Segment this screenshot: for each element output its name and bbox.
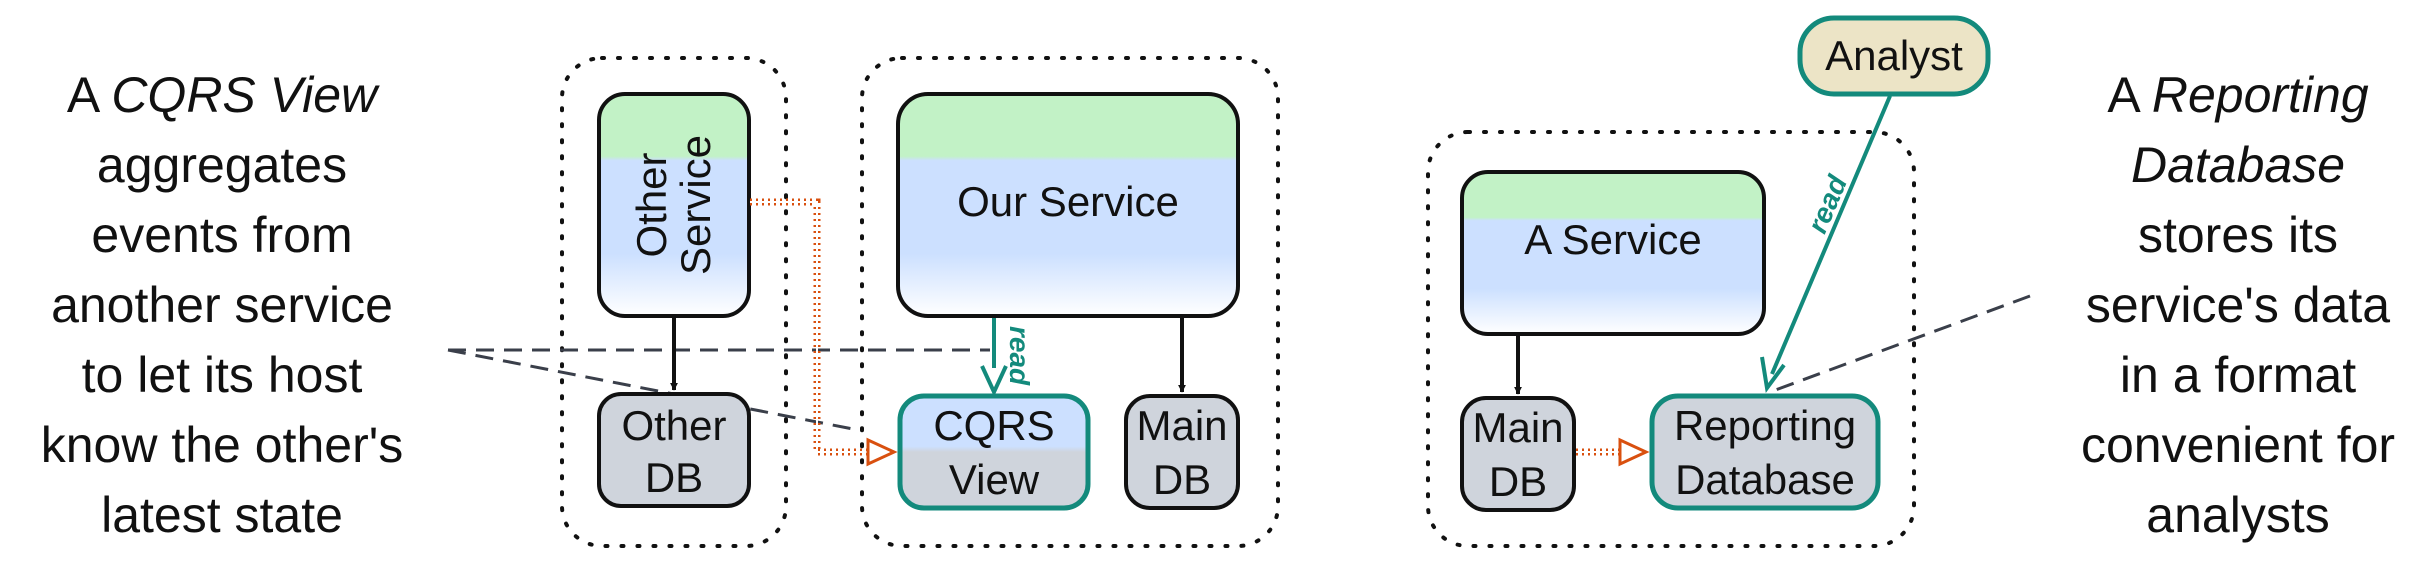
other-service-label: Other Service [628, 135, 719, 275]
left-caption-line7: latest state [101, 487, 343, 543]
left-caption-line3: events from [91, 207, 352, 263]
pointer-to-cqrs-view [447, 348, 859, 432]
svg-text:Main: Main [1136, 402, 1227, 449]
left-caption-line2: aggregates [97, 137, 347, 193]
read-edge-reporting: read [1760, 95, 1892, 394]
pointer-to-reporting-database [1769, 294, 2031, 394]
our-service-node: Our Service [896, 92, 1240, 318]
reporting-database-node: Reporting Database [1649, 393, 1881, 511]
svg-text:DB: DB [645, 454, 703, 501]
svg-text:Service: Service [672, 135, 719, 275]
right-caption-line1: A Reporting [2107, 67, 2368, 123]
read-arrowhead-cqrs [980, 365, 1008, 397]
analyst-box [1797, 15, 1991, 97]
event-flow-2-arrowhead [1618, 437, 1650, 467]
a-service-box [1460, 170, 1766, 336]
other-db-node: Other DB [597, 392, 751, 508]
left-caption-line6: know the other's [41, 417, 404, 473]
a-service-label: A Service [1524, 216, 1701, 263]
right-caption-line5: in a format [2120, 347, 2356, 403]
left-caption-line5: to let its host [82, 347, 363, 403]
right-caption-line7: analysts [2146, 487, 2329, 543]
read-edge-cqrs: read [980, 318, 1035, 397]
our-service-box [896, 92, 1240, 318]
main-db-box-2 [1460, 396, 1576, 512]
analyst-label: Analyst [1825, 32, 1963, 79]
reporting-database-box [1649, 393, 1881, 511]
right-caption-line3: stores its [2138, 207, 2338, 263]
svg-text:Reporting: Reporting [1674, 402, 1856, 449]
svg-text:Other: Other [621, 402, 726, 449]
right-caption-line6: convenient for [2081, 417, 2395, 473]
event-flow-main-to-reporting [1576, 437, 1650, 467]
our-service-boundary [860, 56, 1280, 548]
read-arrowhead-reporting [1760, 356, 1786, 394]
other-service-box [597, 92, 751, 318]
left-pointer-lines [447, 348, 990, 432]
other-service-boundary [560, 56, 788, 548]
left-caption-line4: another service [51, 277, 393, 333]
svg-text:Other: Other [628, 152, 675, 257]
event-flow-other-to-cqrs [750, 198, 898, 467]
svg-text:Main: Main [1472, 404, 1563, 451]
other-db-box [597, 392, 751, 508]
left-caption-line1: A CQRS View [67, 67, 380, 123]
read-line-reporting [1770, 95, 1892, 375]
right-caption-line2: Database [2131, 137, 2345, 193]
our-service-label: Our Service [957, 178, 1179, 225]
svg-text:DB: DB [1153, 456, 1211, 503]
read-label-cqrs: read [1004, 326, 1035, 386]
right-caption-line4: service's data [2086, 277, 2390, 333]
svg-text:Database: Database [1675, 456, 1855, 503]
main-db-node-2: Main DB [1460, 396, 1576, 512]
right-caption: A Reporting Database stores its service'… [2081, 67, 2395, 543]
main-db-box-1 [1124, 394, 1240, 510]
main-db-node-1: Main DB [1124, 394, 1240, 510]
svg-text:DB: DB [1489, 458, 1547, 505]
analyst-node: Analyst [1797, 15, 1991, 97]
other-service-node: Other Service [597, 92, 751, 318]
a-service-node: A Service [1460, 170, 1766, 336]
event-flow-line-outer [750, 198, 870, 456]
svg-text:View: View [949, 456, 1040, 503]
event-flow-arrowhead [866, 437, 898, 467]
event-flow-line-inner [750, 201, 870, 453]
svg-text:CQRS: CQRS [933, 402, 1054, 449]
cqrs-view-node: CQRS View [897, 393, 1091, 511]
left-caption: A CQRS View aggregates events from anoth… [41, 67, 404, 543]
